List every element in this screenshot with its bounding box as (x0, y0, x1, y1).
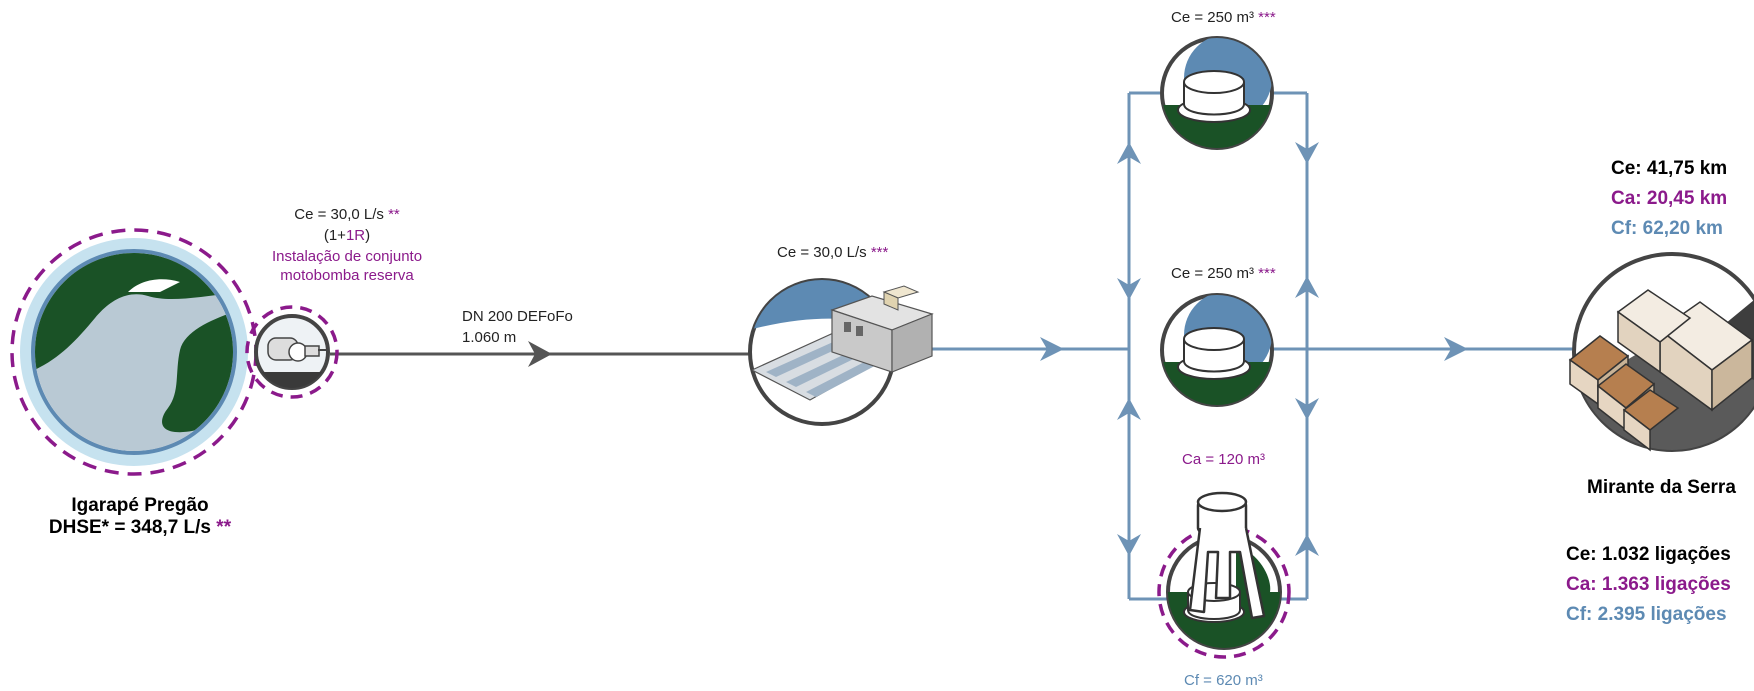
treatment-capacity-label: Ce = 30,0 L/s *** (777, 244, 889, 261)
treated-water-main (930, 91, 1580, 601)
connections-label: Ce: 1.032 ligações Ca: 1.363 ligações Cf… (1566, 540, 1731, 630)
reservoir-middle-icon (1160, 293, 1274, 407)
reservoir-top-icon (1160, 36, 1274, 150)
arrow-right-icon (528, 341, 552, 367)
arrow-down-icon (1117, 278, 1141, 300)
flow-arrows (1040, 142, 1468, 556)
pipeline-label: DN 200 DEFoFo 1.060 m (462, 308, 573, 346)
network-cf: Cf: 62,20 km (1611, 218, 1723, 239)
arrow-up-icon (1117, 398, 1141, 420)
arrow-up-icon (1295, 534, 1319, 556)
network-ce: Ce: 41,75 km (1611, 158, 1728, 179)
source-name: Igarapé Pregão (71, 495, 209, 516)
pipeline-length: 1.060 m (462, 329, 517, 346)
elevated-tank-ca: Ca = 120 m³ (1182, 451, 1265, 468)
arrow-down-icon (1295, 398, 1319, 420)
network-extension-label: Ce: 41,75 km Ca: 20,45 km Cf: 62,20 km (1611, 154, 1727, 244)
source-label: Igarapé Pregão DHSE* = 348,7 L/s ** (20, 495, 260, 539)
arrow-down-icon (1117, 534, 1141, 556)
city-houses-icon (1568, 252, 1754, 452)
reservoir-top-capacity: Ce = 250 m³ *** (1171, 9, 1276, 26)
river-source-icon (10, 228, 258, 476)
arrow-right-icon (1040, 337, 1064, 361)
reservoir-middle-capacity: Ce = 250 m³ *** (1171, 265, 1276, 282)
arrow-up-icon (1117, 142, 1141, 164)
connections-cf: Cf: 2.395 ligações (1566, 604, 1727, 625)
pump-config: (1+1R) (323, 227, 371, 244)
pump-ce: Ce = 30,0 L/s ** (294, 206, 400, 223)
pump-station-icon (245, 305, 339, 399)
pump-capacity-label: Ce = 30,0 L/s ** (1+1R) Instalação de co… (232, 206, 462, 284)
arrow-down-icon (1295, 142, 1319, 164)
adduction-pipeline (330, 341, 755, 367)
treatment-station-icon (748, 278, 934, 426)
city-name: Mirante da Serra (1587, 477, 1736, 498)
pump-note-line2: motobomba reserva (280, 267, 414, 284)
network-ca: Ca: 20,45 km (1611, 188, 1728, 209)
connections-ca: Ca: 1.363 ligações (1566, 574, 1731, 595)
arrow-right-icon (1444, 337, 1468, 361)
pipeline-diameter: DN 200 DEFoFo (462, 308, 573, 325)
source-flow: DHSE* = 348,7 L/s ** (48, 517, 232, 538)
elevated-tank-cf: Cf = 620 m³ (1184, 672, 1263, 689)
arrow-up-icon (1295, 276, 1319, 298)
elevated-tank-icon (1157, 491, 1291, 659)
connections-ce: Ce: 1.032 ligações (1566, 544, 1731, 565)
pump-note-line1: Instalação de conjunto (271, 248, 423, 265)
